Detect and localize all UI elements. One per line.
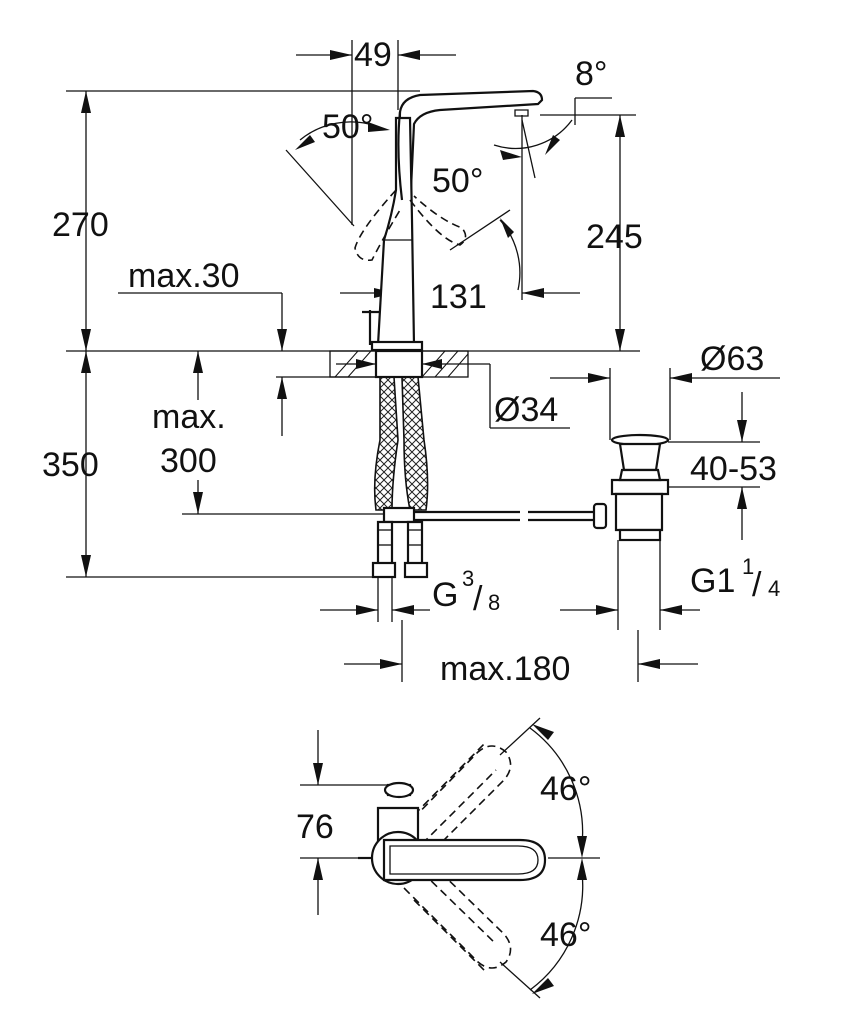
dimension-46-down — [499, 858, 587, 999]
label-diameter-63: Ø63 — [700, 340, 764, 378]
label-50-left: 50° — [322, 108, 373, 146]
label-drain-thread-denominator: 4 — [768, 576, 780, 601]
dimension-max-300 — [182, 351, 392, 515]
dimension-40-53 — [668, 392, 760, 540]
dimension-245 — [540, 114, 636, 351]
label-40-53: 40-53 — [690, 450, 777, 488]
label-8-degree: 8° — [575, 55, 608, 93]
label-46-down: 46° — [540, 916, 591, 954]
label-thread-slash: / — [473, 580, 483, 618]
faucet-body — [354, 89, 544, 352]
swivel-outline-up — [403, 745, 512, 857]
drain-linkage — [414, 502, 608, 530]
drain-assembly — [610, 433, 670, 630]
label-diameter-34: Ø34 — [494, 391, 558, 429]
swivel-outline-down — [403, 859, 512, 969]
label-thread-numerator: 3 — [462, 566, 474, 591]
label-thread-g: G — [432, 576, 458, 614]
dimension-270 — [81, 91, 91, 351]
dimension-max-180 — [344, 620, 698, 682]
label-50-right: 50° — [432, 162, 483, 200]
side-view: 270 350 max.30 max. 300 — [42, 36, 780, 688]
top-view: 76 46° — [296, 717, 600, 999]
swivel-outline-up-inner — [413, 741, 497, 845]
swivel-outline-down-inner — [413, 871, 497, 973]
dimension-8-degree — [493, 97, 612, 300]
label-max-180: max.180 — [440, 650, 570, 688]
label-46-up: 46° — [540, 770, 591, 808]
label-270: 270 — [52, 206, 109, 244]
label-76: 76 — [296, 808, 334, 846]
label-drain-thread-slash: / — [752, 566, 762, 604]
dimension-50-left — [285, 121, 390, 227]
label-245: 245 — [586, 218, 643, 256]
dimension-diameter-63 — [550, 368, 780, 440]
dimension-350 — [81, 351, 91, 577]
label-max: max. — [152, 398, 226, 436]
dimension-diameter-34 — [336, 359, 570, 429]
dimension-thread-3-8 — [320, 577, 430, 622]
label-max-30: max.30 — [128, 257, 240, 295]
label-thread-denominator: 8 — [488, 590, 500, 615]
label-300: 300 — [160, 442, 217, 480]
label-350: 350 — [42, 446, 99, 484]
dimension-drain-thread — [560, 605, 700, 615]
label-drain-thread-numerator: 1 — [742, 554, 754, 579]
faucet-top-view — [358, 781, 547, 886]
dimension-50-right — [449, 209, 521, 291]
dimension-46-up — [499, 717, 600, 859]
label-49: 49 — [354, 36, 392, 74]
label-drain-thread-g1: G1 — [690, 562, 735, 600]
supply-hoses — [371, 376, 429, 579]
label-131: 131 — [430, 278, 487, 316]
dimension-49 — [296, 40, 456, 225]
